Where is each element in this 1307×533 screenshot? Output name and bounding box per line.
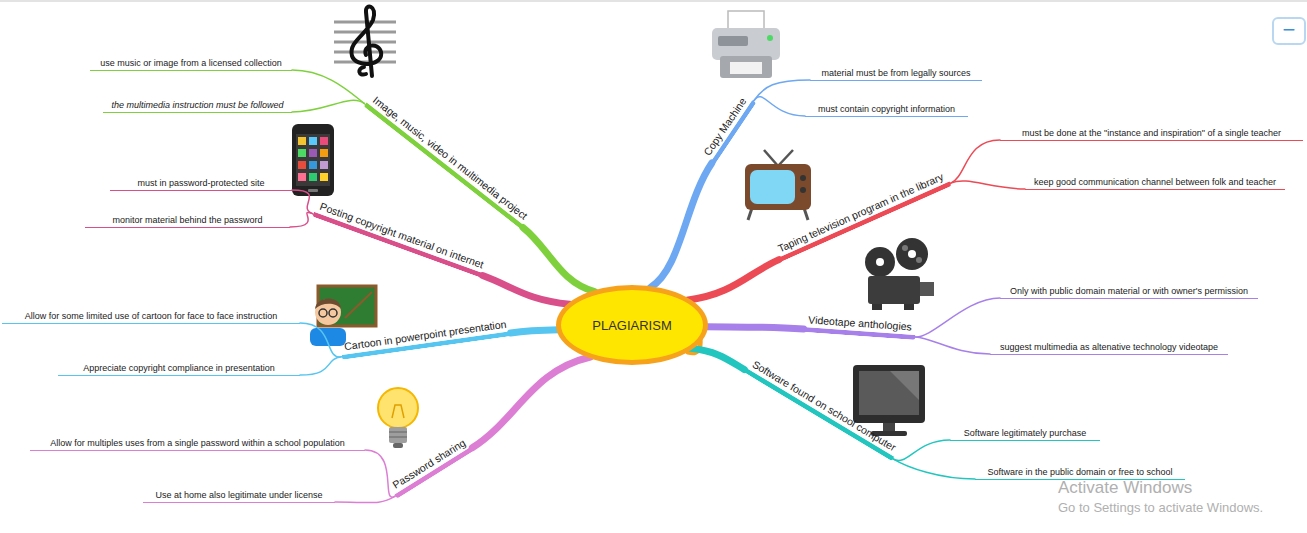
sub-topic: use music or image from a licensed colle… (90, 58, 292, 71)
branch-topic: Videotape anthologies (803, 313, 916, 340)
branch-connector (688, 260, 779, 300)
branch-connector (754, 97, 805, 116)
branch-topic: Copy Machine (698, 92, 756, 165)
topic-text: Posting copyright material on internet (318, 199, 485, 270)
sub-topic: material must be from legally sources (810, 68, 982, 81)
central-topic: PLAGIARISM (556, 285, 708, 365)
branch-connector (292, 100, 364, 112)
topic-text: Only with public domain material or with… (1010, 286, 1248, 296)
topic-text: PLAGIARISM (592, 318, 671, 333)
sub-topic: Allow for some limited use of cartoon fo… (2, 311, 300, 324)
topic-text: Copy Machine (700, 95, 747, 157)
branch-connector (472, 357, 590, 448)
topic-text: suggest multimedia as altenative technol… (1000, 342, 1218, 352)
branch-connector (706, 327, 804, 329)
topic-text: Software in the public domain or free to… (987, 467, 1172, 477)
sub-topic: Only with public domain material or with… (1000, 286, 1258, 299)
topic-text: Use at home also legitimate under licens… (155, 490, 322, 500)
projector-icon (865, 238, 934, 310)
sub-topic: Software legitimately purchase (950, 428, 1100, 441)
topic-text: must contain copyright information (818, 104, 955, 114)
sub-topic: Appreciate copyright compliance in prese… (58, 363, 300, 376)
sub-topic: Use at home also legitimate under licens… (143, 490, 335, 503)
topic-text: must in password-protected site (137, 178, 264, 188)
branch-connector (483, 276, 570, 305)
branch-connector (951, 181, 1025, 189)
topic-text: the multimedia instruction must be follo… (111, 100, 283, 110)
branch-connector (511, 330, 559, 333)
branch-connector (292, 70, 364, 104)
tv-icon (745, 150, 811, 220)
branch-connector (365, 450, 395, 497)
top-border (0, 0, 1307, 2)
sub-topic: must be done at the "instance and inspir… (1000, 128, 1303, 141)
printer-icon (712, 11, 780, 78)
collapse-button: − (1272, 17, 1306, 45)
branch-connector (335, 496, 395, 503)
branch-connector (292, 190, 313, 214)
topic-text: Allow for multiples uses from a single p… (50, 438, 345, 448)
bulb-icon (378, 388, 418, 448)
topic-text: material must be from legally sources (821, 68, 970, 78)
sub-topic: keep good communication channel between … (1025, 177, 1285, 190)
topic-text: Software legitimately purchase (964, 428, 1087, 438)
sub-topic: Software in the public domain or free to… (975, 467, 1185, 480)
phone-icon (292, 124, 334, 196)
branch-connector (915, 298, 1000, 337)
branch-connector (915, 337, 990, 354)
sub-topic: suggest multimedia as altenative technol… (990, 342, 1228, 355)
branch-connector (651, 163, 712, 287)
branch-connector (893, 459, 975, 479)
branch-connector (523, 227, 595, 291)
sub-topic: must in password-protected site (110, 178, 292, 191)
branch-topic: Posting copyright material on internet (312, 198, 489, 278)
topic-text: use music or image from a licensed colle… (100, 58, 282, 68)
sub-topic: Allow for multiples uses from a single p… (30, 438, 365, 451)
music-icon (334, 7, 396, 76)
sub-topic: monitor material behind the password (85, 215, 290, 228)
watermark: Go to Settings to activate Windows. (1058, 500, 1263, 515)
branch-connector (951, 140, 1000, 183)
branch-topic: Image, music, video in multimedia projec… (363, 91, 533, 229)
topic-text: must be done at the "instance and inspir… (1022, 128, 1281, 138)
branch-connector (691, 348, 744, 369)
topic-text: Appreciate copyright compliance in prese… (83, 363, 275, 373)
watermark: Activate Windows (1058, 478, 1192, 498)
topic-text: Image, music, video in multimedia projec… (370, 93, 529, 221)
topic-text: monitor material behind the password (112, 215, 262, 225)
branch-connector (300, 357, 341, 375)
topic-text: Videotape anthologies (808, 313, 912, 332)
sub-topic: must contain copyright information (805, 104, 968, 117)
branch-connector (300, 323, 341, 357)
branch-connector (290, 212, 313, 227)
sub-topic: the multimedia instruction must be follo… (103, 100, 292, 113)
branch-connector (893, 440, 950, 460)
topic-text: Allow for some limited use of cartoon fo… (25, 311, 278, 321)
topic-text: keep good communication channel between … (1034, 177, 1276, 187)
